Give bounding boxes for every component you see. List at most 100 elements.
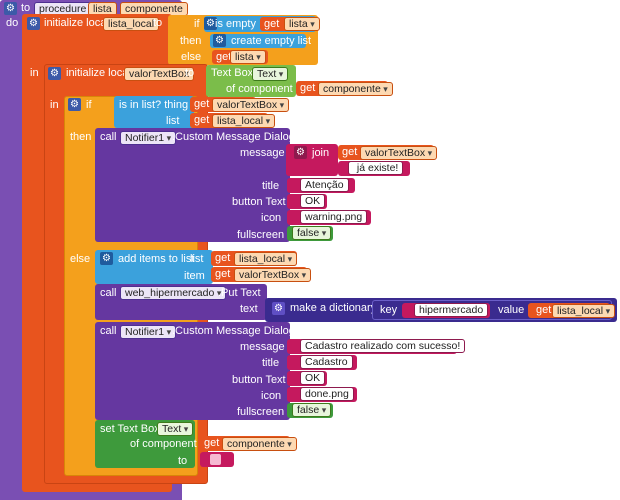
pair-key-label: key — [380, 304, 398, 316]
call-label-2: call — [100, 287, 117, 299]
get-valor-dropdown[interactable]: valorTextBox — [212, 98, 290, 112]
call-label-3: call — [100, 325, 117, 337]
message-label-2: message — [240, 341, 285, 353]
get-label-7: get — [215, 252, 231, 264]
call-label-1: call — [100, 131, 117, 143]
get-lista-dropdown-2[interactable]: lista — [230, 50, 266, 64]
get-lista-local-dropdown-3[interactable]: lista_local — [552, 304, 616, 318]
get-lista-dropdown[interactable]: lista — [284, 17, 320, 31]
text-done-field[interactable]: done.png — [300, 387, 354, 401]
of-component-label: of component — [226, 83, 293, 95]
fullscreen-label-2: fullscreen — [237, 406, 285, 418]
is-in-list-list-label: list — [166, 115, 180, 127]
create-empty-list-label: create empty list — [231, 35, 312, 47]
is-empty-label: is empty — [215, 18, 256, 30]
procedure-do-label: do — [6, 17, 19, 29]
join-label: join — [312, 147, 330, 159]
get-label-9: get — [536, 304, 552, 316]
title-label-1: title — [262, 180, 280, 192]
notifier-dropdown-2[interactable]: Notifier1 — [120, 325, 177, 339]
procedure-name-field[interactable]: procedure — [34, 2, 92, 16]
procedure-bottom — [0, 490, 182, 500]
init-local-label: initialize local — [44, 17, 109, 29]
get-label-3: get — [300, 82, 316, 94]
is-in-list-block[interactable] — [114, 96, 194, 128]
get-componente-dropdown-2[interactable]: componente — [222, 437, 297, 451]
notifier-dropdown-1[interactable]: Notifier1 — [120, 131, 177, 145]
set-prop-dropdown[interactable]: Text — [157, 422, 194, 436]
create-list-gear-icon[interactable]: ⚙ — [213, 34, 226, 47]
text-cadastro-msg-field[interactable]: Cadastro realizado com sucesso! — [300, 339, 466, 353]
is-empty-gear-icon[interactable]: ⚙ — [204, 17, 217, 30]
add-items-label: add items to list — [118, 253, 195, 265]
if-gear-icon[interactable]: ⚙ — [68, 98, 81, 111]
init-local-var-field[interactable]: lista_local — [103, 17, 160, 31]
init-local-2-label: initialize local — [66, 67, 131, 79]
get-label-2: get — [216, 51, 232, 63]
if-label: if — [86, 99, 92, 111]
false-dropdown-2[interactable]: false — [292, 403, 332, 417]
button-text-label-1: button Text — [232, 196, 286, 208]
false-dropdown-1[interactable]: false — [292, 226, 332, 240]
pair-value-label: value — [498, 304, 525, 316]
get-label-10: get — [204, 437, 220, 449]
get-valor-dropdown-3[interactable]: valorTextBox — [234, 268, 312, 282]
call-notifier-1-block[interactable] — [95, 128, 290, 242]
make-dictionary-label: make a dictionary — [290, 302, 377, 314]
add-items-list-label: list — [190, 253, 204, 265]
get-lista-local-dropdown[interactable]: lista_local — [212, 114, 276, 128]
if-expr-else-label: else — [181, 51, 202, 63]
message-label-1: message — [240, 147, 285, 159]
custom-dialog-label-2: .Custom Message Dialog — [172, 325, 295, 337]
text-ja-existe-field[interactable]: "já existe! — [348, 161, 404, 175]
join-gear-icon[interactable]: ⚙ — [294, 146, 307, 159]
textbox-prop-dropdown[interactable]: Text — [252, 67, 289, 81]
icon-label-1: icon — [261, 212, 282, 224]
web-component-dropdown[interactable]: web_hipermercado — [120, 286, 227, 300]
add-items-gear-icon[interactable]: ⚙ — [100, 252, 113, 265]
text-cadastro-title-field[interactable]: Cadastro — [300, 355, 353, 369]
get-label: get — [264, 18, 280, 30]
if-expr-then-label: then — [180, 35, 202, 47]
get-label-8: get — [215, 268, 231, 280]
else-label: else — [70, 253, 91, 265]
icon-label-2: icon — [261, 390, 282, 402]
create-empty-list-block[interactable] — [210, 34, 306, 48]
is-in-list-label: is in list? thing — [119, 99, 189, 111]
empty-text-field[interactable] — [210, 454, 221, 465]
dictionary-gear-icon[interactable]: ⚙ — [272, 302, 285, 315]
get-componente-dropdown[interactable]: componente — [318, 82, 393, 96]
init-local-to-label: to — [153, 17, 163, 29]
text-atencao-field[interactable]: Atenção — [300, 178, 349, 192]
then-label: then — [70, 131, 92, 143]
add-items-block[interactable] — [95, 250, 213, 284]
procedure-gear-icon[interactable]: ⚙ — [4, 2, 17, 15]
init-local-gear-icon[interactable]: ⚙ — [27, 17, 40, 30]
param-lista[interactable]: lista — [88, 2, 117, 16]
if-expr-if-label: if — [194, 18, 200, 30]
custom-dialog-label-1: .Custom Message Dialog — [172, 131, 295, 143]
procedure-to-label: to — [21, 2, 31, 14]
in-label-2: in — [50, 99, 59, 111]
button-text-label-2: button Text — [232, 374, 286, 386]
add-items-item-label: item — [184, 270, 205, 282]
fullscreen-label-1: fullscreen — [237, 229, 285, 241]
puttext-label: .Put Text — [218, 287, 261, 299]
get-valor-dropdown-2[interactable]: valorTextBox — [360, 146, 438, 160]
init-local-2-var-field[interactable]: valorTextBox — [124, 67, 195, 81]
title-label-2: title — [262, 357, 280, 369]
get-label-6: get — [342, 146, 358, 158]
textbox-label: Text Box. — [211, 67, 257, 79]
ja-existe-text: já existe! — [356, 162, 399, 174]
puttext-text-label: text — [240, 303, 258, 315]
in-label-1: in — [30, 67, 39, 79]
text-hipermercado-field[interactable]: hipermercado — [414, 303, 489, 317]
init-local-2-to-label: to — [185, 67, 195, 79]
text-ok-field-1[interactable]: OK — [300, 194, 326, 208]
get-lista-local-dropdown-2[interactable]: lista_local — [234, 252, 298, 266]
set-textbox-label: set Text Box. — [100, 423, 163, 435]
text-ok-field-2[interactable]: OK — [300, 371, 326, 385]
text-warning-field[interactable]: warning.png — [300, 210, 368, 224]
set-to-label: to — [178, 455, 188, 467]
init-local-2-gear-icon[interactable]: ⚙ — [48, 67, 61, 80]
